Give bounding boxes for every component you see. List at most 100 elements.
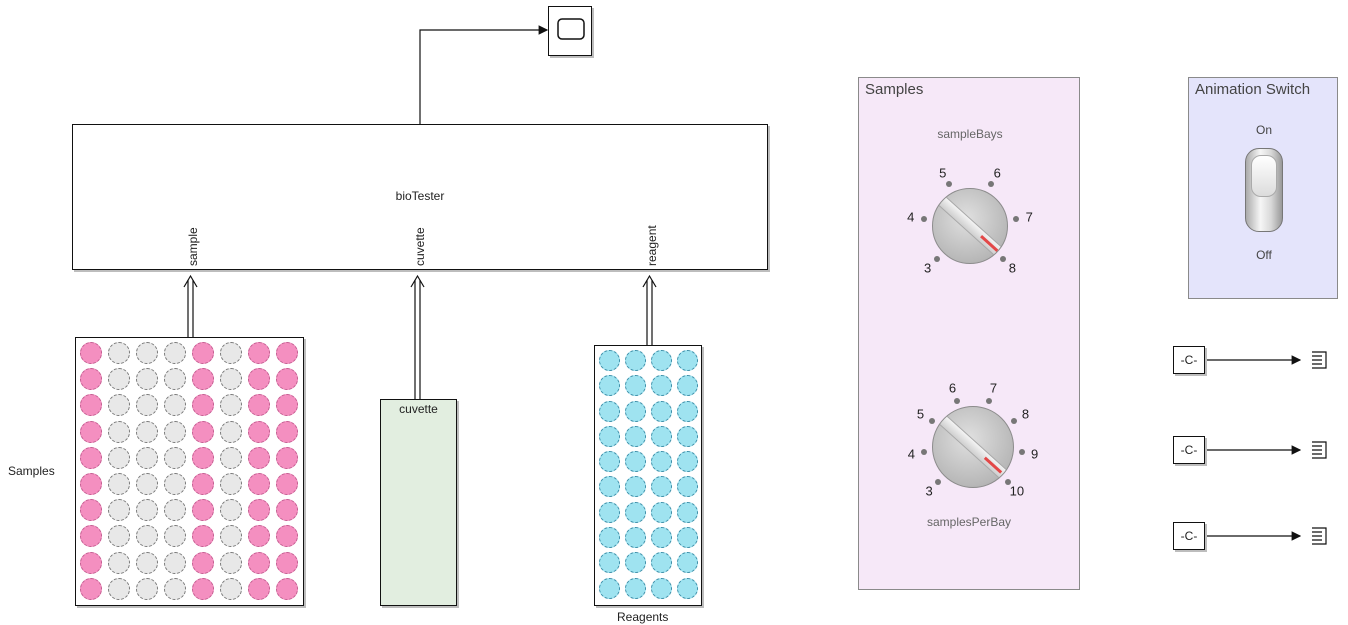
sample-well xyxy=(220,368,242,391)
reagent-well xyxy=(599,400,620,422)
reagent-well xyxy=(651,527,672,549)
reagent-well xyxy=(651,451,672,473)
sample-well xyxy=(136,472,158,495)
reagent-well xyxy=(677,451,698,473)
sample-well xyxy=(164,342,186,364)
sample-well xyxy=(220,577,242,600)
sample-well xyxy=(248,577,270,600)
constant-block[interactable]: -C- xyxy=(1173,522,1205,550)
samples-per-bay-label: samplesPerBay xyxy=(926,515,1012,529)
sample-well xyxy=(192,342,214,364)
reagent-well xyxy=(599,451,620,473)
sample-well xyxy=(248,420,270,443)
reagent-well xyxy=(599,425,620,447)
sample-well xyxy=(80,499,102,522)
reagent-well xyxy=(599,375,620,397)
knob-tick-dot xyxy=(945,181,952,188)
samples-per-bay-knob[interactable] xyxy=(932,406,1014,488)
biotester-block[interactable]: bioTester sample cuvette reagent xyxy=(72,124,768,270)
animation-switch-title: Animation Switch xyxy=(1195,81,1311,98)
reagent-well xyxy=(599,350,620,371)
scope-block[interactable] xyxy=(548,6,592,56)
sample-well xyxy=(276,525,298,548)
cuvette-bus-line xyxy=(410,274,425,399)
reagent-well xyxy=(625,527,646,549)
knob-tick-dot xyxy=(986,397,993,404)
reagent-well xyxy=(677,425,698,447)
sample-well xyxy=(192,551,214,574)
reagents-plate-block[interactable] xyxy=(594,345,702,606)
knob-tick-dot xyxy=(1004,478,1011,485)
knob-tick-label: 4 xyxy=(907,209,915,225)
sample-bays-knob[interactable] xyxy=(932,188,1008,264)
sample-well xyxy=(164,577,186,600)
reagent-well xyxy=(625,552,646,574)
knob-tick-label: 10 xyxy=(1009,483,1025,499)
reagent-well xyxy=(599,527,620,549)
reagent-well xyxy=(651,476,672,498)
sample-well xyxy=(192,420,214,443)
cuvette-label: cuvette xyxy=(399,402,438,416)
sample-well xyxy=(80,394,102,417)
switch-off-label: Off xyxy=(1256,248,1272,262)
knob-tick-dot xyxy=(920,215,927,222)
reagent-well xyxy=(625,375,646,397)
sample-well xyxy=(80,472,102,495)
knob-tick-dot xyxy=(953,397,960,404)
knob-tick-label: 6 xyxy=(993,165,1001,181)
sample-well xyxy=(276,446,298,469)
reagent-well xyxy=(625,451,646,473)
knob-tick-dot xyxy=(921,449,928,456)
sample-well xyxy=(220,472,242,495)
reagent-well xyxy=(677,552,698,574)
reagent-well xyxy=(625,425,646,447)
sample-well xyxy=(248,472,270,495)
reagents-well-grid xyxy=(599,350,698,599)
sample-well xyxy=(276,342,298,364)
sample-well xyxy=(164,472,186,495)
samples-plate-block[interactable] xyxy=(75,337,304,606)
sample-well xyxy=(276,368,298,391)
animation-toggle-switch[interactable] xyxy=(1245,148,1283,232)
sample-well xyxy=(192,577,214,600)
reagent-well xyxy=(599,577,620,599)
terminator-icons xyxy=(1312,351,1327,545)
sample-well xyxy=(220,420,242,443)
sample-well xyxy=(164,420,186,443)
knob-tick-label: 4 xyxy=(907,446,915,462)
sample-well xyxy=(80,368,102,391)
sample-well xyxy=(248,368,270,391)
sample-well xyxy=(192,499,214,522)
samples-well-grid xyxy=(80,342,298,600)
reagent-well xyxy=(677,375,698,397)
sample-well xyxy=(108,499,130,522)
port-reagent: reagent xyxy=(645,225,659,266)
reagent-well xyxy=(651,400,672,422)
reagent-well xyxy=(599,501,620,523)
toggle-lever xyxy=(1251,155,1277,197)
sample-well xyxy=(248,525,270,548)
sample-well xyxy=(192,525,214,548)
sample-well xyxy=(108,525,130,548)
sample-well xyxy=(108,446,130,469)
sample-well xyxy=(80,577,102,600)
sample-well xyxy=(276,499,298,522)
sample-well xyxy=(108,394,130,417)
reagent-well xyxy=(625,501,646,523)
cuvette-block[interactable]: cuvette xyxy=(380,399,457,606)
sample-well xyxy=(80,342,102,364)
constant-block[interactable]: -C- xyxy=(1173,436,1205,464)
knob-tick-dot xyxy=(935,478,942,485)
sample-bus-line xyxy=(183,274,198,338)
sample-well xyxy=(136,394,158,417)
sample-well xyxy=(220,525,242,548)
sample-well xyxy=(276,394,298,417)
port-cuvette: cuvette xyxy=(413,227,427,266)
reagent-well xyxy=(625,400,646,422)
constant-lines xyxy=(1205,355,1302,541)
sample-well xyxy=(248,551,270,574)
sample-well xyxy=(164,525,186,548)
constant-block[interactable]: -C- xyxy=(1173,346,1205,374)
knob-tick-dot xyxy=(1000,256,1007,263)
